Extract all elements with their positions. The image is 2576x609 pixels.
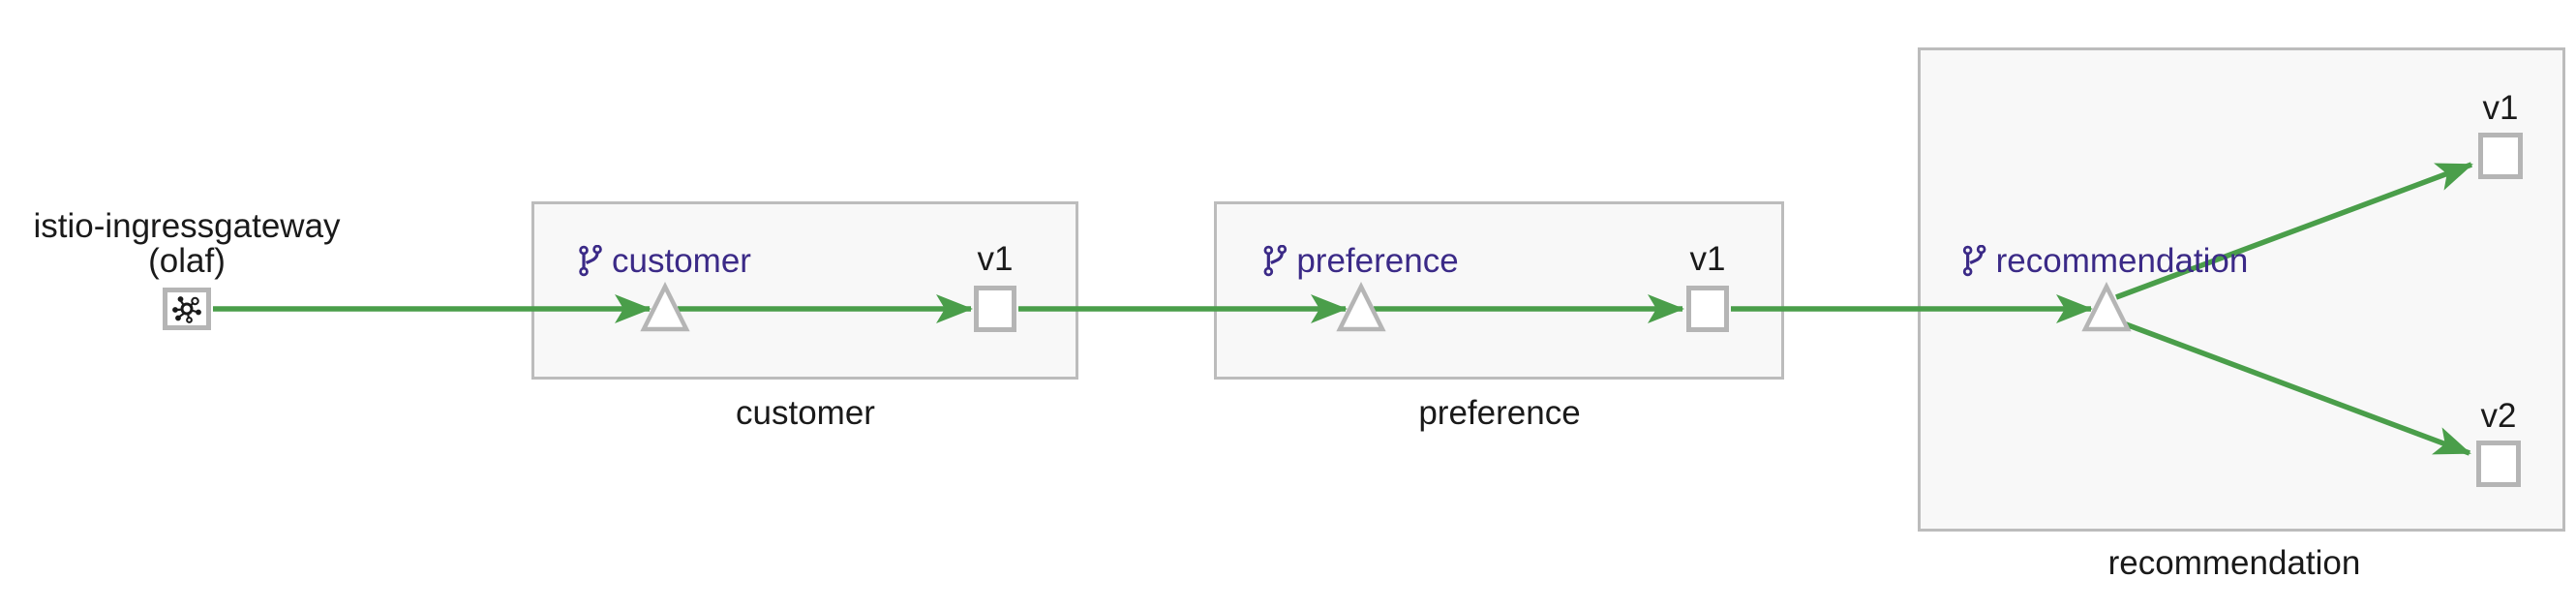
mesh-icon — [172, 296, 201, 323]
gateway-label-line1: istio-ingressgateway — [33, 207, 341, 245]
app-label-recommendation: recommendation — [1962, 242, 2249, 280]
app-label-preference-text: preference — [1296, 242, 1459, 280]
box-label-preference: preference — [1418, 394, 1581, 432]
app-label-customer: customer — [579, 243, 751, 280]
node-istio-ingressgateway[interactable] — [163, 288, 211, 330]
version-label-preference-v1: v1 — [1689, 240, 1726, 278]
app-label-customer-text: customer — [612, 242, 751, 280]
code-branch-icon — [1962, 245, 1986, 277]
box-label-customer: customer — [736, 394, 875, 432]
app-label-preference: preference — [1263, 242, 1459, 280]
version-label-recommendation-v2: v2 — [2480, 397, 2517, 435]
app-label-recommendation-text: recommendation — [1995, 242, 2249, 280]
version-label-recommendation-v1: v1 — [2482, 89, 2519, 127]
version-label-customer-v1: v1 — [977, 240, 1014, 278]
box-label-recommendation: recommendation — [2107, 544, 2361, 582]
app-box-preference[interactable] — [1214, 201, 1784, 380]
app-box-customer[interactable] — [531, 201, 1078, 380]
gateway-label: istio-ingressgateway (olaf) — [33, 209, 340, 279]
code-branch-icon — [1263, 245, 1288, 277]
app-box-recommendation[interactable] — [1918, 47, 2565, 532]
gateway-label-line2: (olaf) — [148, 242, 226, 280]
code-branch-icon — [579, 245, 602, 277]
